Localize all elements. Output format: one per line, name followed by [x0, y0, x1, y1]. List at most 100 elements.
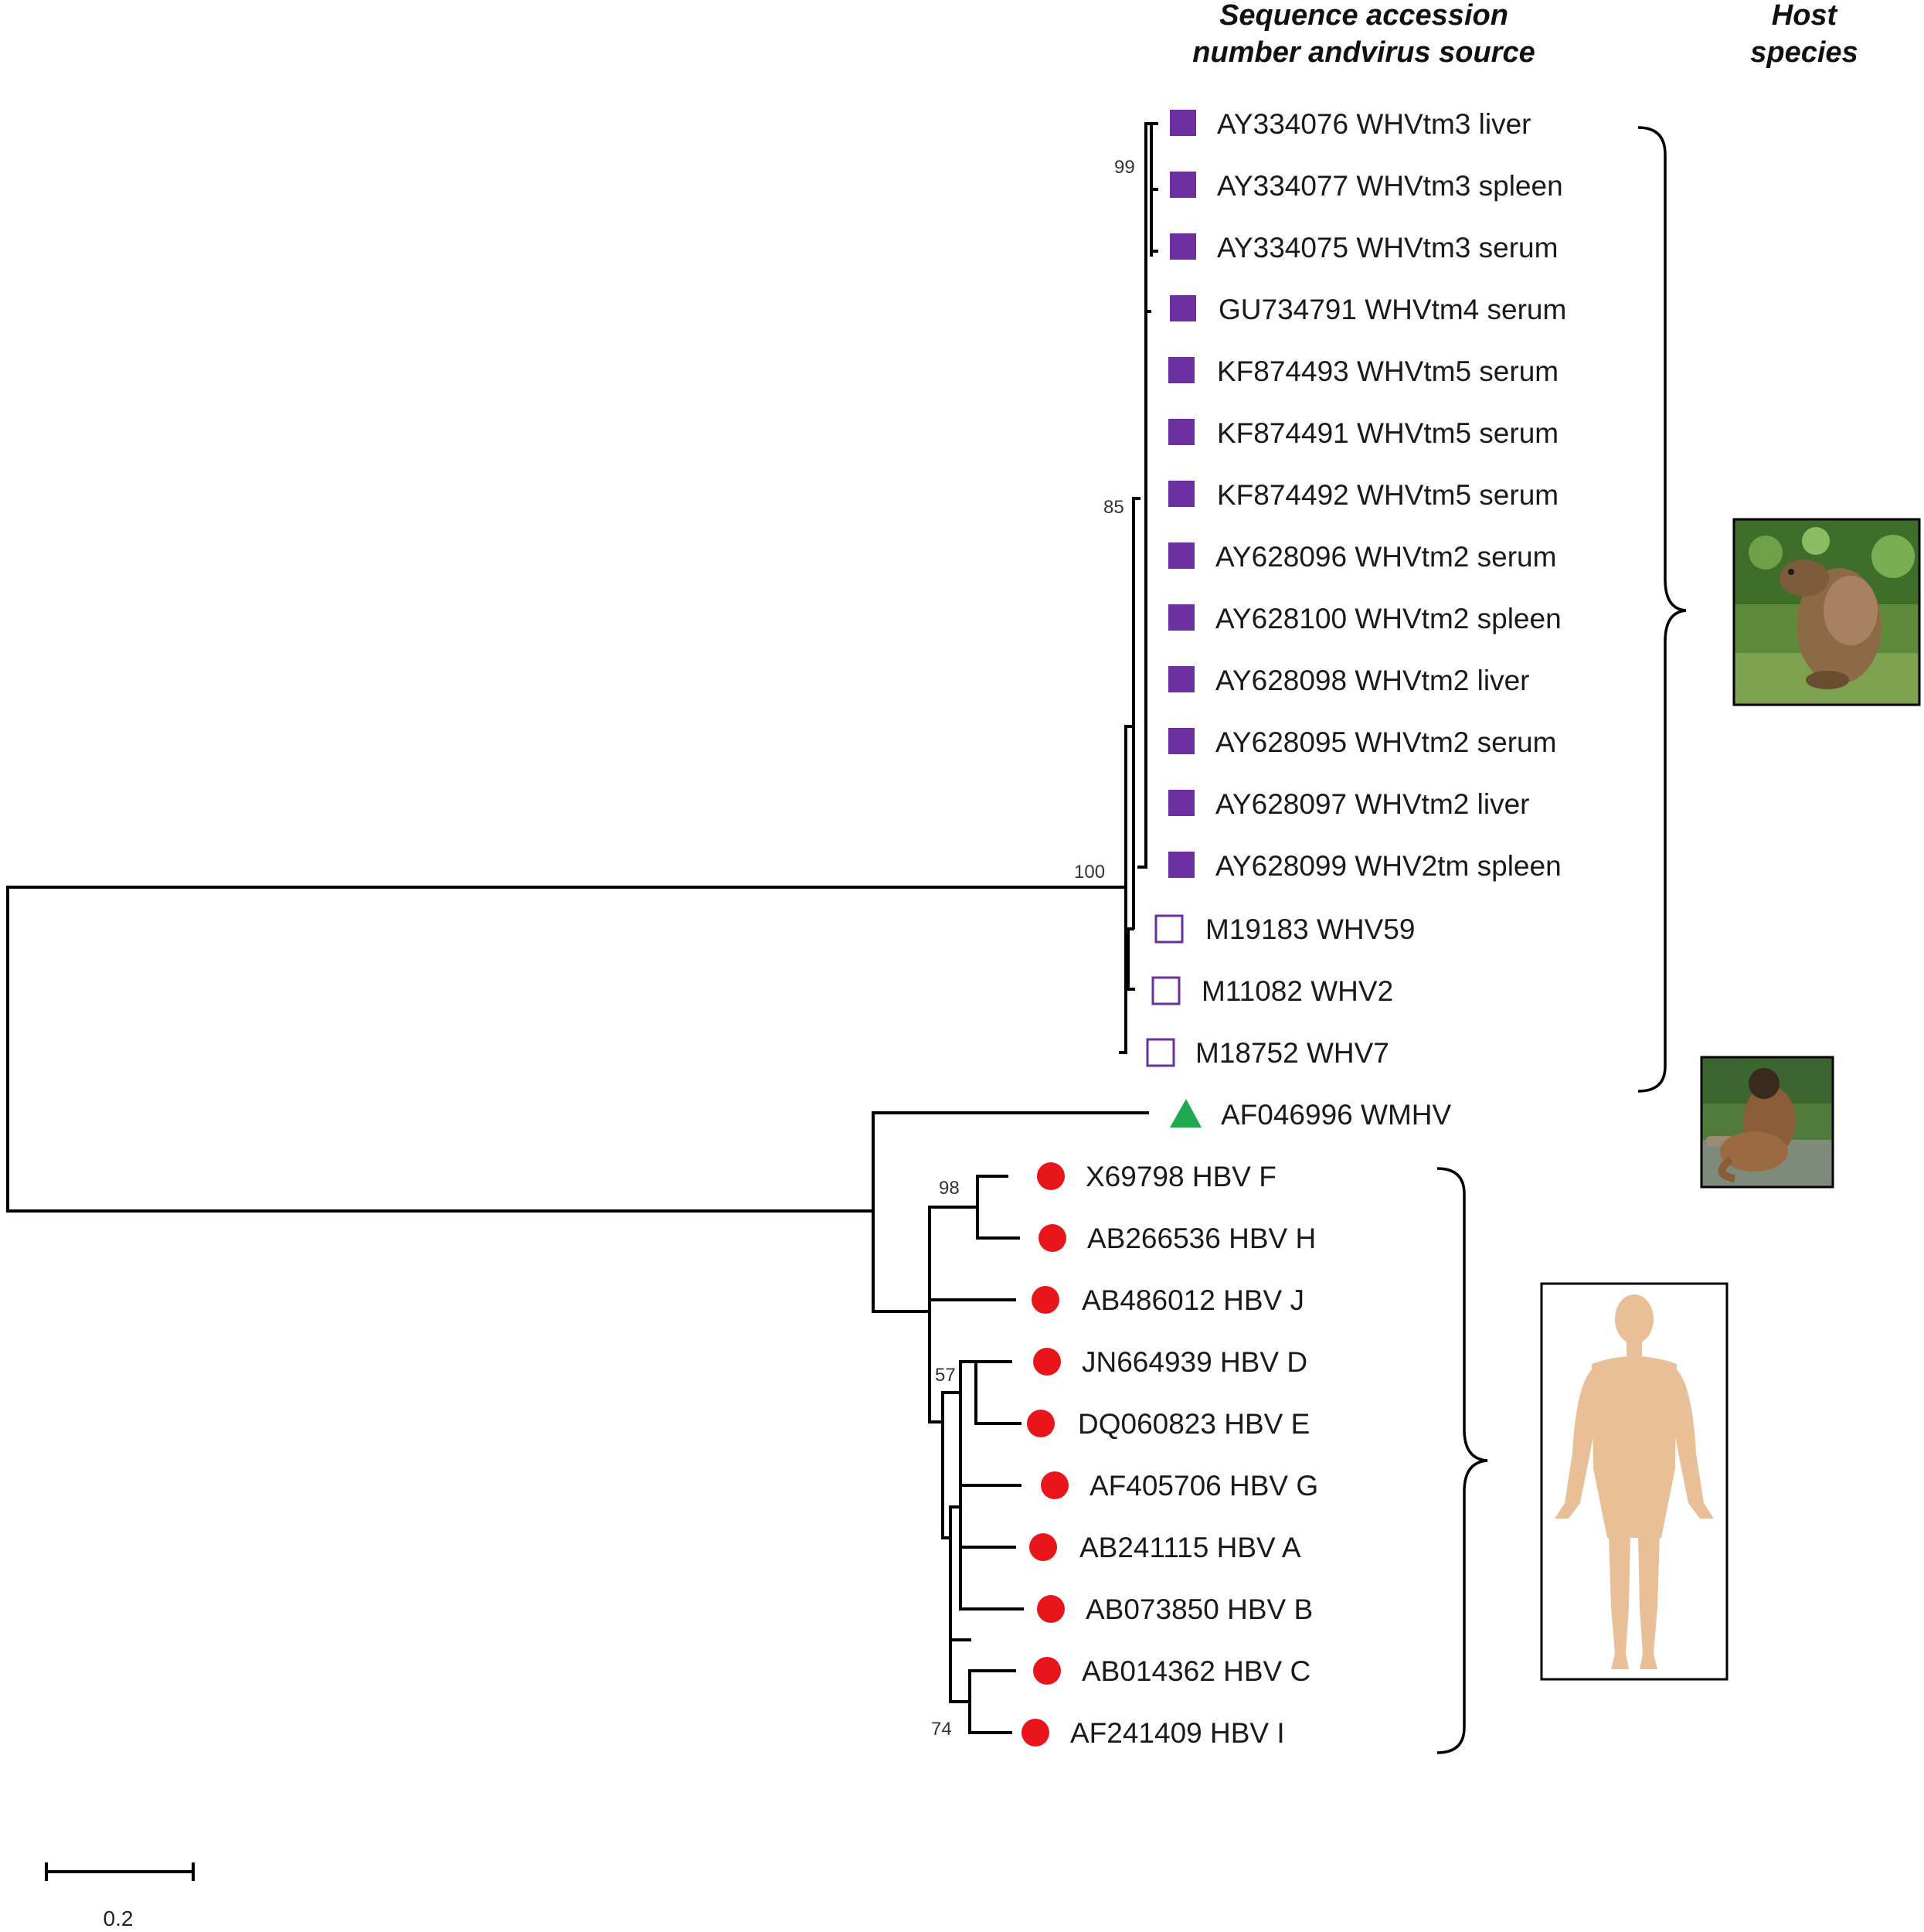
leaf-item: M18752 WHV7 [1146, 1037, 1389, 1069]
leaf-label: AB266536 HBV H [1087, 1223, 1316, 1254]
leaf-item: AY334076 WHVtm3 liver [1170, 108, 1531, 140]
filled-square-icon [1168, 481, 1195, 507]
leaf-label: X69798 HBV F [1086, 1161, 1276, 1192]
leaf-item: AF046996 WMHV [1170, 1099, 1451, 1131]
woolly-monkey-photo [1700, 1056, 1834, 1189]
leaf-item: AB486012 HBV J [1032, 1284, 1304, 1316]
filled-square-icon [1168, 604, 1195, 631]
bootstrap-value: 99 [1114, 157, 1135, 178]
leaf-item: KF874493 WHVtm5 serum [1168, 355, 1559, 387]
woodchuck-photo [1732, 518, 1921, 706]
leaf-label: KF874492 WHVtm5 serum [1217, 479, 1559, 511]
filled-square-icon [1170, 233, 1196, 260]
leaf-label: AY628099 WHV2tm spleen [1215, 850, 1562, 882]
scale-bar: 0.2 [45, 1862, 195, 1930]
triangle-icon [1170, 1099, 1202, 1128]
leaf-label: AF046996 WMHV [1221, 1099, 1451, 1131]
leaf-label: AB014362 HBV C [1082, 1655, 1310, 1687]
host-header: Host species [1750, 0, 1858, 69]
bootstrap-value: 100 [1074, 862, 1105, 883]
circle-icon [1021, 1719, 1049, 1747]
leaf-label: AY628095 WHVtm2 serum [1215, 726, 1556, 758]
leaf-item: AB266536 HBV H [1038, 1223, 1316, 1254]
host-header-line1: Host [1772, 0, 1838, 32]
filled-square-icon [1168, 852, 1195, 878]
circle-icon [1038, 1224, 1066, 1252]
leaf-label: AY628100 WHVtm2 spleen [1215, 603, 1562, 634]
leaf-item: AY628100 WHVtm2 spleen [1168, 603, 1562, 634]
leaf-item: DQ060823 HBV E [1027, 1408, 1310, 1440]
leaf-label: AY628097 WHVtm2 liver [1215, 788, 1529, 820]
leaf-item: AY628099 WHV2tm spleen [1168, 850, 1562, 882]
bootstrap-value: 74 [931, 1719, 952, 1740]
leaf-list: AY334076 WHVtm3 liver AY334077 WHVtm3 sp… [1021, 108, 1566, 1749]
bootstrap-value: 57 [935, 1365, 956, 1386]
circle-icon [1033, 1348, 1061, 1376]
filled-square-icon [1168, 419, 1195, 445]
filled-square-icon [1168, 790, 1195, 816]
leaf-item: AB241115 HBV A [1029, 1532, 1301, 1563]
human-group-brace [1436, 1167, 1488, 1754]
leaf-item: KF874491 WHVtm5 serum [1168, 417, 1559, 449]
leaf-label: AY334076 WHVtm3 liver [1217, 108, 1531, 140]
leaf-label: AB241115 HBV A [1079, 1532, 1301, 1563]
leaf-label: M19183 WHV59 [1205, 913, 1415, 945]
leaf-label: AF241409 HBV I [1070, 1717, 1285, 1749]
leaf-item: AB014362 HBV C [1033, 1655, 1310, 1687]
leaf-item: AY628097 WHVtm2 liver [1168, 788, 1529, 820]
circle-icon [1032, 1286, 1059, 1314]
leaf-item: GU734791 WHVtm4 serum [1170, 294, 1566, 325]
leaf-label: M11082 WHV2 [1202, 975, 1393, 1007]
bootstrap-value: 85 [1103, 497, 1124, 518]
filled-square-icon [1168, 357, 1195, 383]
leaf-item: AY628096 WHVtm2 serum [1168, 541, 1556, 573]
leaf-item: AB073850 HBV B [1037, 1594, 1313, 1625]
sequence-header-line2: number andvirus source [1192, 36, 1535, 69]
leaf-item: AF405706 HBV G [1041, 1470, 1318, 1502]
filled-square-icon [1170, 295, 1196, 321]
circle-icon [1037, 1162, 1065, 1190]
leaf-label: AB486012 HBV J [1082, 1284, 1304, 1316]
leaf-label: M18752 WHV7 [1195, 1037, 1389, 1069]
leaf-label: KF874493 WHVtm5 serum [1217, 355, 1559, 387]
circle-icon [1027, 1410, 1055, 1437]
leaf-label: AY334075 WHVtm3 serum [1217, 232, 1558, 264]
filled-square-icon [1168, 728, 1195, 754]
host-header-line2: species [1750, 36, 1858, 69]
leaf-item: JN664939 HBV D [1033, 1346, 1307, 1378]
leaf-item: AY334075 WHVtm3 serum [1170, 232, 1558, 264]
scale-bar-label: 0.2 [104, 1906, 134, 1930]
leaf-item: AY334077 WHVtm3 spleen [1170, 170, 1563, 202]
bootstrap-values: 99 85 100 98 57 74 [931, 157, 1135, 1740]
leaf-label: GU734791 WHVtm4 serum [1219, 294, 1566, 325]
circle-icon [1041, 1471, 1069, 1499]
leaf-item: KF874492 WHVtm5 serum [1168, 479, 1559, 511]
leaf-label: AY334077 WHVtm3 spleen [1217, 170, 1563, 202]
leaf-item: X69798 HBV F [1037, 1161, 1276, 1192]
leaf-label: AY628096 WHVtm2 serum [1215, 541, 1556, 573]
circle-icon [1029, 1533, 1057, 1561]
human-figure [1540, 1282, 1729, 1681]
circle-icon [1033, 1657, 1061, 1685]
filled-square-icon [1168, 666, 1195, 692]
leaf-item: AY628095 WHVtm2 serum [1168, 726, 1556, 758]
open-square-icon [1154, 914, 1184, 944]
sequence-header-line1: Sequence accession [1219, 0, 1508, 32]
leaf-item: M19183 WHV59 [1154, 913, 1415, 945]
leaf-label: AY628098 WHVtm2 liver [1215, 665, 1529, 696]
leaf-item: M11082 WHV2 [1151, 975, 1393, 1007]
open-square-icon [1146, 1038, 1175, 1067]
leaf-label: AB073850 HBV B [1086, 1594, 1313, 1625]
leaf-label: AF405706 HBV G [1089, 1470, 1318, 1502]
leaf-item: AF241409 HBV I [1021, 1717, 1285, 1749]
woodchuck-group-brace [1637, 126, 1687, 1093]
open-square-icon [1151, 976, 1181, 1005]
circle-icon [1037, 1595, 1065, 1623]
leaf-item: AY628098 WHVtm2 liver [1168, 665, 1529, 696]
tree-branches [6, 122, 1158, 1734]
sequence-header: Sequence accession number andvirus sourc… [1192, 0, 1535, 69]
leaf-label: JN664939 HBV D [1082, 1346, 1307, 1378]
filled-square-icon [1170, 172, 1196, 198]
filled-square-icon [1170, 110, 1196, 136]
